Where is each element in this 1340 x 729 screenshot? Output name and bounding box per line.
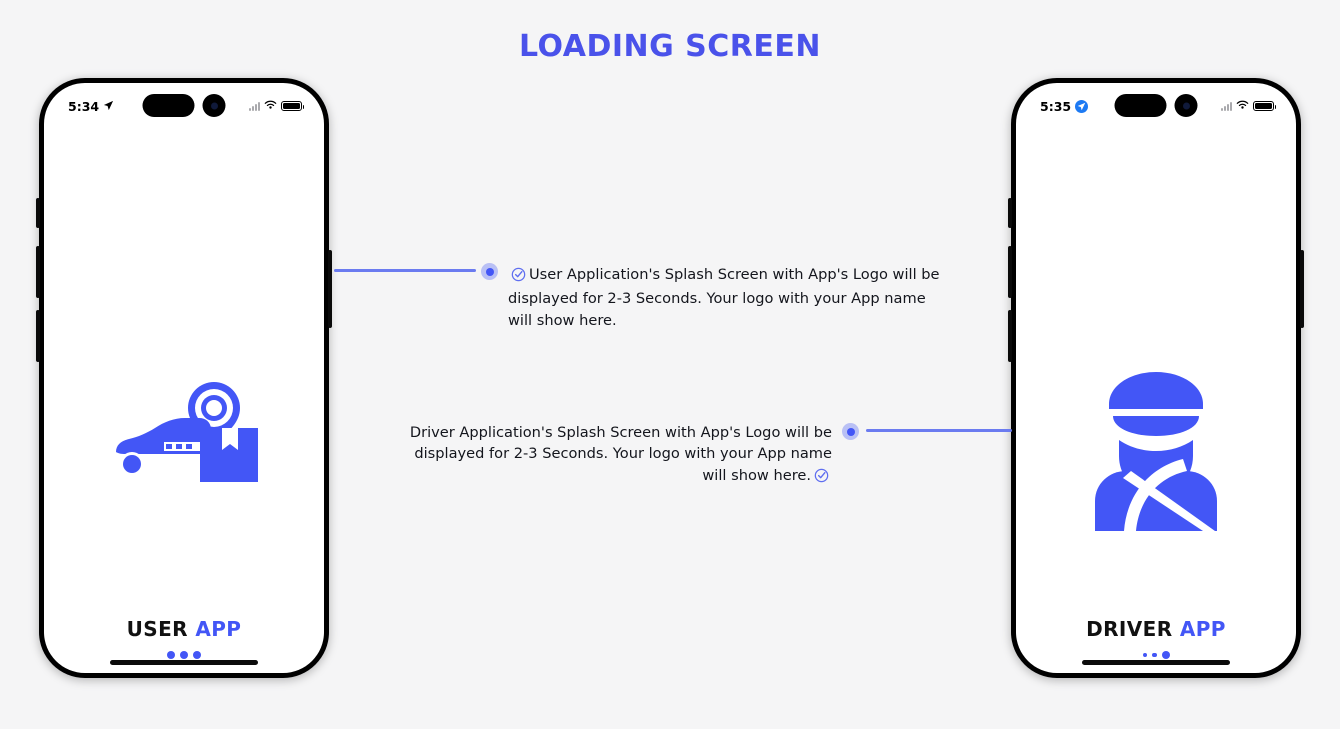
app-name-accent: APP — [195, 617, 242, 641]
dynamic-island — [142, 94, 226, 117]
loading-dot — [1152, 652, 1157, 658]
app-name-driver: DRIVER APP — [1016, 617, 1296, 641]
app-name-primary: USER — [126, 617, 188, 641]
phone-button-silent-switch[interactable] — [36, 198, 40, 228]
splash-logo-user-app — [104, 366, 264, 491]
loading-dots-user-app — [44, 649, 324, 661]
cellular-signal-icon — [1221, 101, 1232, 111]
location-arrow-icon — [103, 99, 114, 114]
dynamic-island-pill — [142, 94, 195, 117]
status-bar: 5:35 — [1016, 83, 1296, 129]
check-circle-icon — [511, 267, 526, 288]
phone-button-volume-up[interactable] — [1008, 246, 1012, 298]
phone-button-power[interactable] — [1300, 250, 1304, 328]
driver-chauffeur-icon — [1095, 372, 1217, 531]
phone-button-volume-up[interactable] — [36, 246, 40, 298]
phone-screen-user-app: 5:34 — [44, 83, 324, 673]
phone-mockup-driver-app: 5:35 — [1008, 78, 1304, 678]
status-bar-time: 5:35 — [1040, 98, 1072, 114]
status-bar-right — [249, 97, 304, 115]
phone-button-volume-down[interactable] — [36, 310, 40, 362]
home-indicator-bar[interactable] — [110, 660, 258, 665]
app-name-user: USER APP — [44, 617, 324, 641]
loading-dot — [167, 651, 175, 659]
status-bar-left: 5:35 — [1040, 98, 1089, 114]
user-callout: User Application's Splash Screen with Ap… — [508, 264, 952, 331]
dynamic-island — [1114, 94, 1198, 117]
status-bar-left: 5:34 — [68, 99, 114, 114]
driver-callout-text: Driver Application's Splash Screen with … — [409, 424, 832, 484]
user-callout-text: User Application's Splash Screen with Ap… — [508, 266, 940, 329]
dynamic-island-pill — [1114, 94, 1167, 117]
status-bar: 5:34 — [44, 83, 324, 129]
loading-dots-driver-app — [1016, 649, 1296, 661]
connector-line-driver — [866, 429, 1012, 432]
taxi-car-location-pin-icon — [116, 382, 258, 482]
phone-button-volume-down[interactable] — [1008, 310, 1012, 362]
app-name-primary: DRIVER — [1086, 617, 1173, 641]
app-name-accent: APP — [1179, 617, 1226, 641]
front-camera-icon — [202, 94, 226, 117]
wifi-icon — [1236, 97, 1249, 115]
home-indicator-bar[interactable] — [1082, 660, 1230, 665]
cellular-signal-icon — [249, 101, 260, 111]
phone-screen-driver-app: 5:35 — [1016, 83, 1296, 673]
splash-logo-driver-app — [1091, 366, 1221, 536]
front-camera-icon — [1174, 94, 1198, 117]
location-arrow-badge-icon — [1075, 99, 1089, 113]
status-bar-time: 5:34 — [68, 98, 100, 114]
driver-callout: Driver Application's Splash Screen with … — [388, 422, 832, 489]
page-title: LOADING SCREEN — [518, 29, 822, 64]
loading-dot — [1161, 651, 1170, 659]
phone-button-silent-switch[interactable] — [1008, 198, 1012, 228]
bullet-dot-icon — [842, 423, 859, 440]
battery-full-icon — [281, 100, 304, 112]
check-circle-icon — [814, 468, 829, 489]
bullet-dot-icon — [481, 263, 498, 280]
loading-dot — [180, 651, 188, 659]
connector-line-user — [334, 269, 476, 272]
phone-mockup-user-app: 5:34 — [36, 78, 332, 678]
battery-full-icon — [1253, 100, 1276, 112]
loading-dot — [193, 651, 201, 659]
wifi-icon — [264, 97, 277, 115]
phone-button-power[interactable] — [328, 250, 332, 328]
loading-dot — [1142, 652, 1147, 658]
status-bar-right — [1221, 97, 1276, 115]
